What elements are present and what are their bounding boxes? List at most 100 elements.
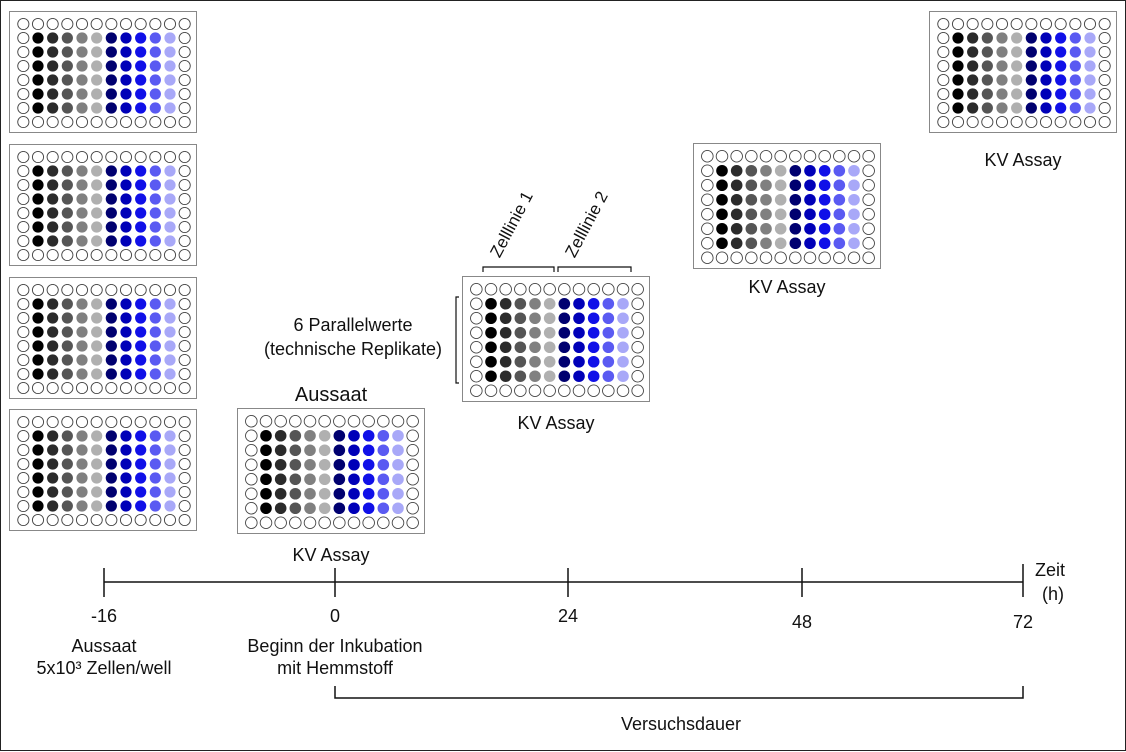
filled-well bbox=[967, 46, 979, 58]
empty-well bbox=[701, 251, 714, 264]
filled-well bbox=[362, 473, 375, 486]
filled-well bbox=[392, 473, 404, 486]
empty-well bbox=[178, 415, 191, 429]
filled-well bbox=[61, 165, 73, 177]
filled-well bbox=[789, 179, 802, 192]
filled-well bbox=[149, 368, 161, 380]
empty-well bbox=[937, 45, 950, 59]
filled-well bbox=[47, 60, 59, 72]
empty-well bbox=[484, 282, 498, 296]
filled-well bbox=[587, 341, 600, 354]
filled-well bbox=[804, 193, 816, 206]
filled-well bbox=[1011, 88, 1023, 100]
filled-well bbox=[818, 193, 831, 206]
empty-well bbox=[90, 381, 103, 395]
empty-well bbox=[289, 516, 302, 529]
filled-well bbox=[91, 74, 103, 86]
filled-well bbox=[573, 341, 585, 354]
filled-well bbox=[76, 430, 88, 442]
filled-well bbox=[602, 355, 615, 368]
empty-well bbox=[470, 297, 483, 311]
filled-well bbox=[573, 297, 585, 310]
filled-well bbox=[274, 429, 287, 442]
filled-well bbox=[76, 207, 88, 219]
tick-label-minus16: -16 bbox=[90, 606, 117, 626]
filled-well bbox=[967, 88, 979, 100]
filled-well bbox=[362, 458, 375, 471]
filled-well bbox=[32, 326, 44, 338]
empty-well bbox=[631, 297, 644, 311]
filled-well bbox=[333, 429, 346, 442]
filled-well bbox=[32, 193, 44, 205]
empty-well bbox=[17, 45, 30, 59]
empty-well bbox=[17, 164, 30, 178]
filled-well bbox=[32, 430, 44, 442]
filled-well bbox=[304, 429, 316, 442]
empty-well bbox=[937, 115, 950, 129]
empty-well bbox=[178, 513, 191, 527]
empty-well bbox=[178, 234, 191, 248]
filled-well bbox=[333, 502, 346, 515]
empty-well bbox=[862, 207, 875, 221]
empty-well bbox=[303, 414, 317, 428]
filled-well bbox=[120, 326, 132, 338]
filled-well bbox=[32, 74, 44, 86]
empty-well bbox=[318, 414, 331, 428]
filled-well bbox=[602, 297, 615, 310]
kv-assay-label-0: KV Assay bbox=[292, 545, 370, 565]
filled-well bbox=[730, 222, 743, 235]
filled-well bbox=[61, 500, 73, 512]
filled-well bbox=[789, 164, 802, 177]
empty-well bbox=[149, 17, 162, 31]
filled-well bbox=[91, 500, 103, 512]
filled-well bbox=[1011, 74, 1023, 86]
filled-well bbox=[789, 193, 802, 206]
filled-well bbox=[76, 444, 88, 456]
empty-well bbox=[715, 251, 729, 264]
filled-well bbox=[105, 60, 117, 72]
empty-well bbox=[470, 340, 483, 354]
empty-well bbox=[1083, 17, 1097, 31]
filled-well bbox=[32, 472, 44, 484]
filled-well bbox=[1084, 74, 1096, 86]
empty-well bbox=[90, 115, 103, 129]
filled-well bbox=[105, 444, 117, 456]
filled-well bbox=[32, 102, 44, 114]
filled-well bbox=[333, 458, 346, 471]
filled-well bbox=[32, 486, 44, 498]
empty-well bbox=[631, 282, 644, 296]
filled-well bbox=[274, 444, 287, 457]
empty-well bbox=[406, 458, 419, 472]
empty-well bbox=[178, 339, 191, 353]
empty-well bbox=[46, 513, 59, 527]
empty-well bbox=[61, 150, 74, 164]
filled-well bbox=[32, 88, 44, 100]
empty-well bbox=[119, 17, 133, 31]
filled-well bbox=[499, 355, 512, 368]
filled-well bbox=[47, 340, 59, 352]
filled-well bbox=[804, 222, 816, 235]
filled-well bbox=[377, 429, 390, 442]
filled-well bbox=[91, 458, 103, 470]
filled-well bbox=[260, 487, 272, 500]
empty-well bbox=[75, 381, 89, 395]
filled-well bbox=[558, 326, 571, 339]
filled-well bbox=[164, 102, 176, 114]
filled-well bbox=[377, 487, 390, 500]
filled-well bbox=[789, 237, 802, 250]
filled-well bbox=[499, 297, 512, 310]
filled-well bbox=[952, 88, 964, 100]
empty-well bbox=[75, 513, 89, 527]
filled-well bbox=[47, 32, 59, 44]
filled-well bbox=[61, 298, 73, 310]
filled-well bbox=[61, 472, 73, 484]
filled-well bbox=[164, 368, 176, 380]
filled-well bbox=[135, 74, 147, 86]
empty-well bbox=[17, 192, 30, 206]
filled-well bbox=[91, 235, 103, 247]
empty-well bbox=[105, 115, 118, 129]
filled-well bbox=[1055, 74, 1067, 86]
filled-well bbox=[952, 74, 964, 86]
empty-well bbox=[470, 312, 483, 325]
filled-well bbox=[164, 312, 176, 324]
